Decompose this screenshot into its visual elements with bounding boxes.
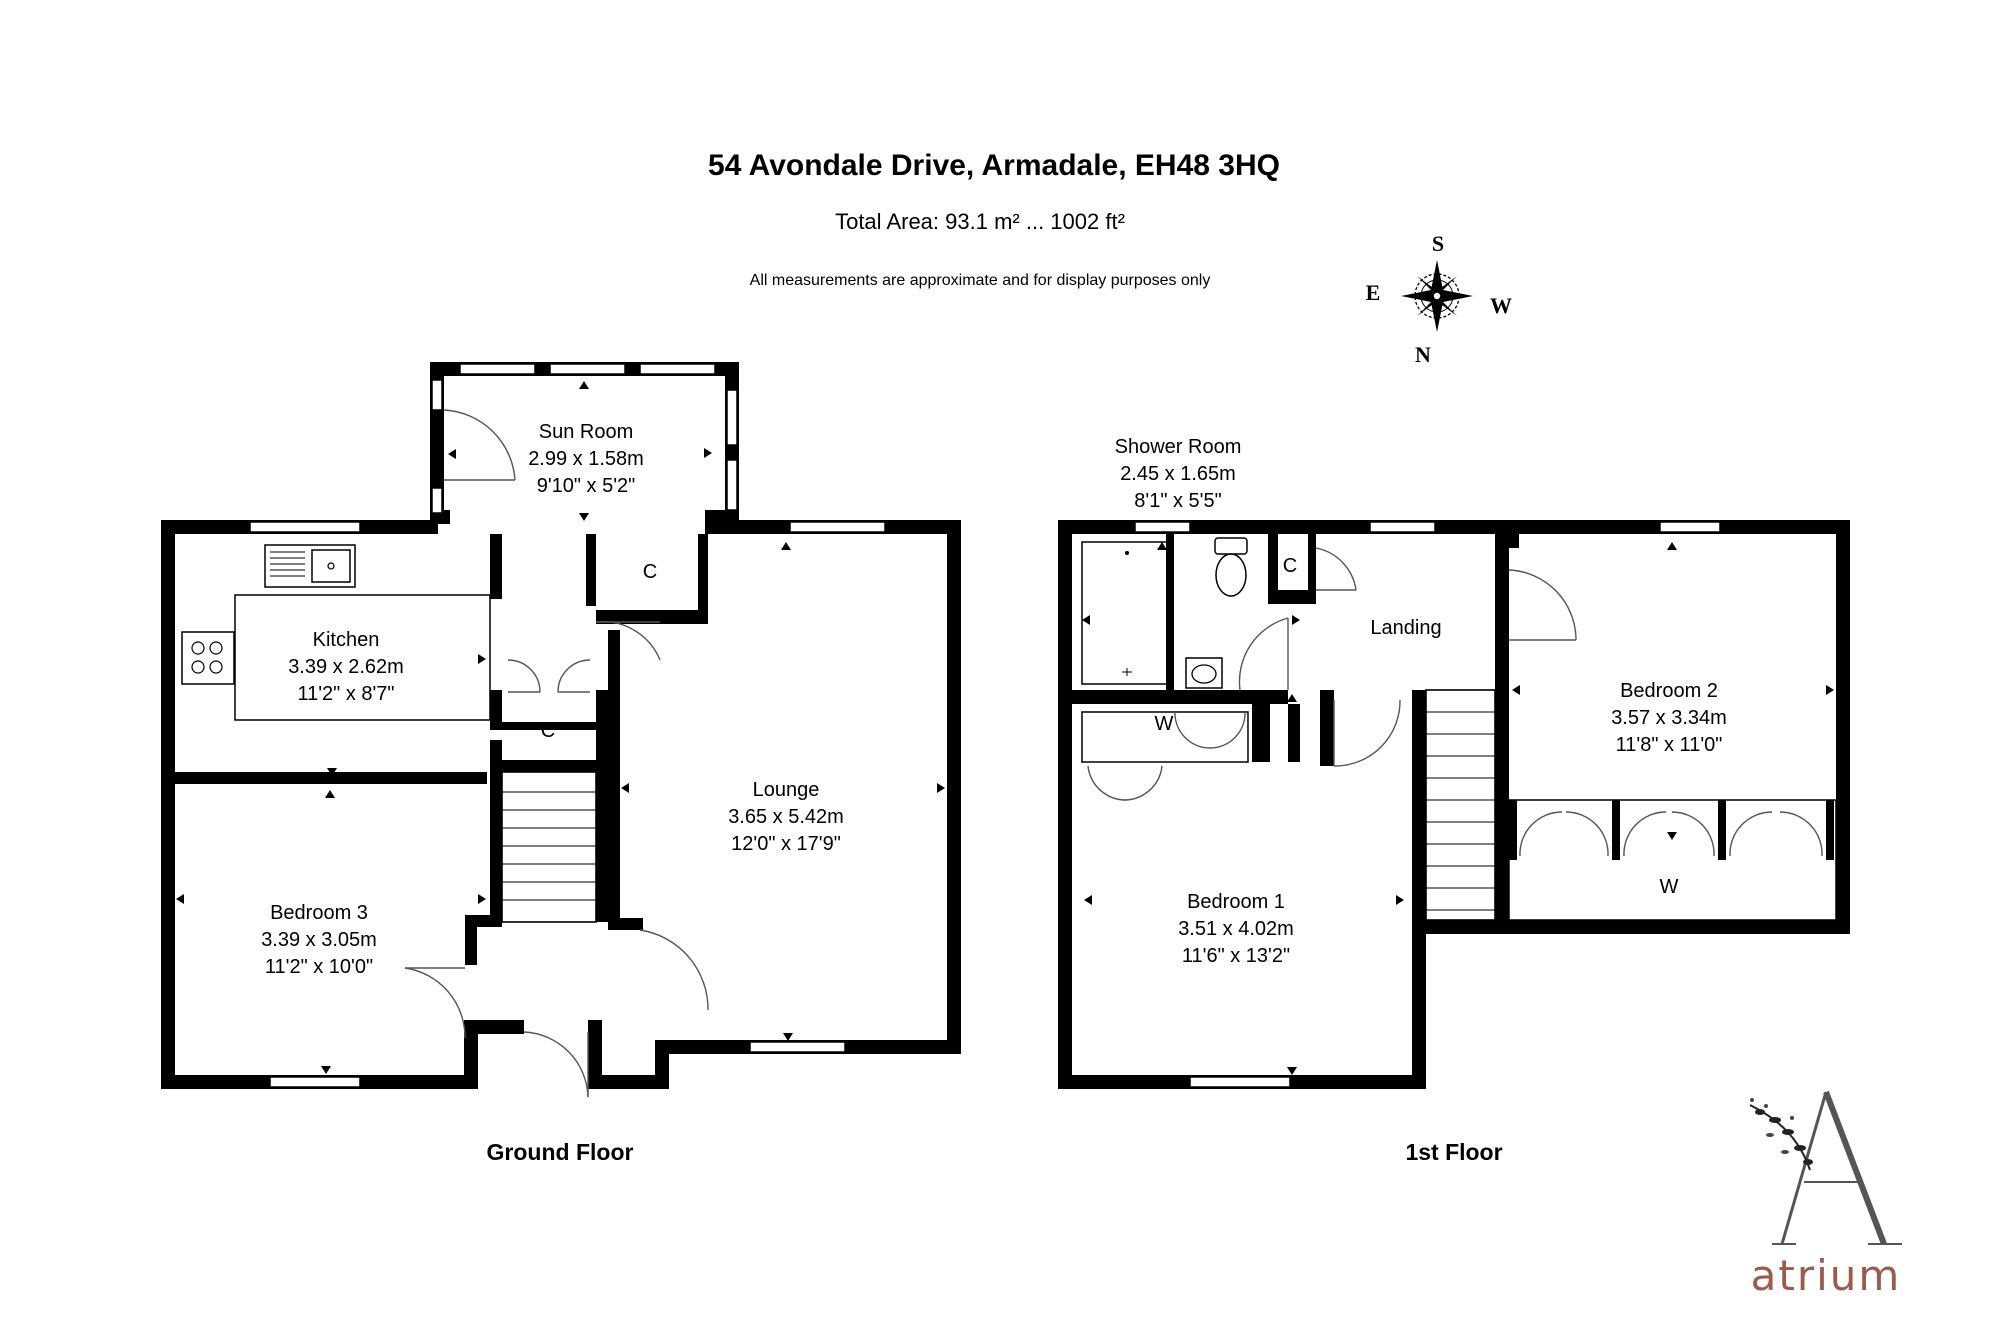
- compass-n: N: [1415, 342, 1431, 367]
- lounge-label: Lounge: [753, 779, 820, 801]
- sun-room-metric: 2.99 x 1.58m: [528, 448, 644, 470]
- first-floor-label: 1st Floor: [1405, 1139, 1502, 1165]
- bedroom-2-imperial: 11'8" x 11'0": [1616, 734, 1723, 756]
- bedroom-2-label: Bedroom 2: [1620, 680, 1718, 702]
- bedroom-2-metric: 3.57 x 3.34m: [1611, 707, 1727, 729]
- atrium-logo: [1749, 1090, 1902, 1246]
- bedroom-1-metric: 3.51 x 4.02m: [1178, 918, 1294, 940]
- bedroom-1-label: Bedroom 1: [1187, 891, 1285, 913]
- kitchen-metric: 3.39 x 2.62m: [288, 656, 404, 678]
- bedroom-1-imperial: 11'6" x 13'2": [1182, 945, 1290, 967]
- property-address-title: 54 Avondale Drive, Armadale, EH48 3HQ: [708, 149, 1280, 182]
- ground-floor-plan: [161, 362, 961, 1098]
- total-area: Total Area: 93.1 m² ... 1002 ft²: [835, 209, 1125, 234]
- wardrobe-label-bedroom-2: W: [1660, 876, 1679, 898]
- landing-label: Landing: [1370, 617, 1441, 639]
- first-floor-arrows: [1082, 542, 1834, 1075]
- cupboard-label-sunroom: C: [643, 561, 657, 583]
- kitchen-imperial: 11'2" x 8'7": [297, 683, 394, 705]
- compass-s: S: [1432, 231, 1444, 256]
- lounge-metric: 3.65 x 5.42m: [728, 806, 844, 828]
- ground-floor-label: Ground Floor: [487, 1139, 634, 1165]
- wardrobe-label-bedroom-1: W: [1155, 713, 1174, 735]
- cupboard-label-hall: C: [541, 720, 555, 742]
- compass-e: E: [1366, 280, 1381, 305]
- atrium-logo-text: atrium: [1751, 1251, 1902, 1300]
- bedroom-3-label: Bedroom 3: [270, 902, 368, 924]
- compass-rose-icon: [1401, 260, 1473, 332]
- bedroom-3-metric: 3.39 x 3.05m: [261, 929, 377, 951]
- shower-room-label: Shower Room: [1115, 436, 1242, 458]
- kitchen-label: Kitchen: [313, 629, 380, 651]
- landing-cupboard-label: C: [1283, 555, 1297, 577]
- ground-floor-arrows: [176, 381, 945, 1074]
- first-floor-plan: [1058, 520, 1850, 1089]
- shower-room-imperial: 8'1" x 5'5": [1134, 490, 1221, 512]
- disclaimer: All measurements are approximate and for…: [750, 272, 1211, 289]
- shower-room-metric: 2.45 x 1.65m: [1120, 463, 1236, 485]
- bedroom-3-imperial: 11'2" x 10'0": [265, 956, 373, 978]
- compass-w: W: [1490, 293, 1512, 318]
- sun-room-label: Sun Room: [539, 421, 634, 443]
- sun-room-imperial: 9'10" x 5'2": [537, 475, 636, 497]
- lounge-imperial: 12'0" x 17'9": [731, 833, 841, 855]
